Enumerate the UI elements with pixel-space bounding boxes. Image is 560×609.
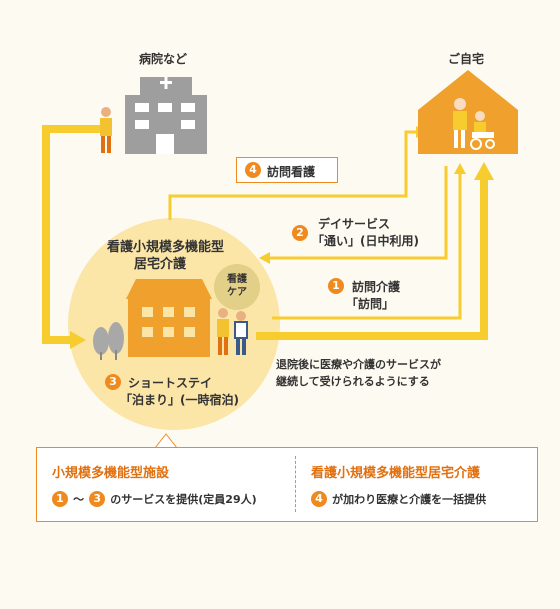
- home-icon: [418, 70, 518, 154]
- note-line1: 退院後に医療や介護のサービスが: [276, 358, 441, 371]
- home-label: ご自宅: [448, 52, 485, 66]
- note-line2: 継続して受けられるようにする: [276, 375, 430, 388]
- facility-title-line2: 居宅介護: [134, 257, 187, 272]
- home-care-label: 訪問介護: [352, 280, 401, 294]
- visiting-nursing-label: 訪問看護: [267, 165, 316, 179]
- staff-icon: [217, 308, 248, 355]
- visiting-nursing-box: 4 訪問看護: [236, 157, 338, 183]
- facility-icon: [126, 279, 212, 357]
- home-care-sublabel: 「訪問」: [346, 297, 395, 311]
- info-divider: [295, 456, 296, 512]
- range-separator: 〜: [73, 493, 85, 506]
- day-service-label: デイサービス: [318, 217, 391, 231]
- service-number-3: 3: [105, 374, 121, 390]
- hospital-to-facility-arrow: [42, 125, 100, 349]
- care-badge-line1: 看護: [227, 274, 247, 285]
- tree-icon: [93, 322, 124, 360]
- person-icon: [100, 107, 112, 153]
- care-badge-line2: ケア: [227, 287, 247, 298]
- home-care-arrow: [272, 163, 466, 320]
- nursing-number: 4: [311, 490, 327, 507]
- small-multi-facility-desc: 1 〜 3 のサービスを提供(定員29人): [52, 488, 257, 507]
- nursing-multi-home-care-title: 看護小規模多機能型居宅介護: [311, 466, 481, 481]
- continuous-service-arrow: [256, 162, 494, 340]
- nursing-care-badge: 看護 ケア: [214, 264, 260, 310]
- info-box: 小規模多機能型施設 1 〜 3 のサービスを提供(定員29人) 看護小規模多機能…: [36, 447, 538, 522]
- day-service-sublabel: 「通い」(日中利用): [312, 234, 419, 248]
- service-number-4: 4: [245, 162, 261, 178]
- hospital-icon: [125, 77, 207, 154]
- small-multi-facility-text: のサービスを提供(定員29人): [110, 493, 257, 506]
- hospital-label: 病院など: [139, 52, 188, 66]
- range-start-number: 1: [52, 490, 68, 507]
- short-stay-sublabel: 「泊まり」(一時宿泊): [120, 393, 239, 407]
- nursing-multi-home-care-text: が加わり医療と介護を一括提供: [332, 493, 487, 506]
- nursing-multi-home-care-desc: 4 が加わり医療と介護を一括提供: [311, 488, 486, 507]
- small-multi-facility-title: 小規模多機能型施設: [52, 466, 170, 481]
- facility-title-line1: 看護小規模多機能型: [107, 240, 225, 255]
- short-stay-label: ショートステイ: [128, 376, 213, 390]
- service-number-1: 1: [328, 278, 344, 294]
- range-end-number: 3: [89, 490, 106, 507]
- service-number-2: 2: [292, 225, 308, 241]
- day-service-arrow: [259, 166, 448, 264]
